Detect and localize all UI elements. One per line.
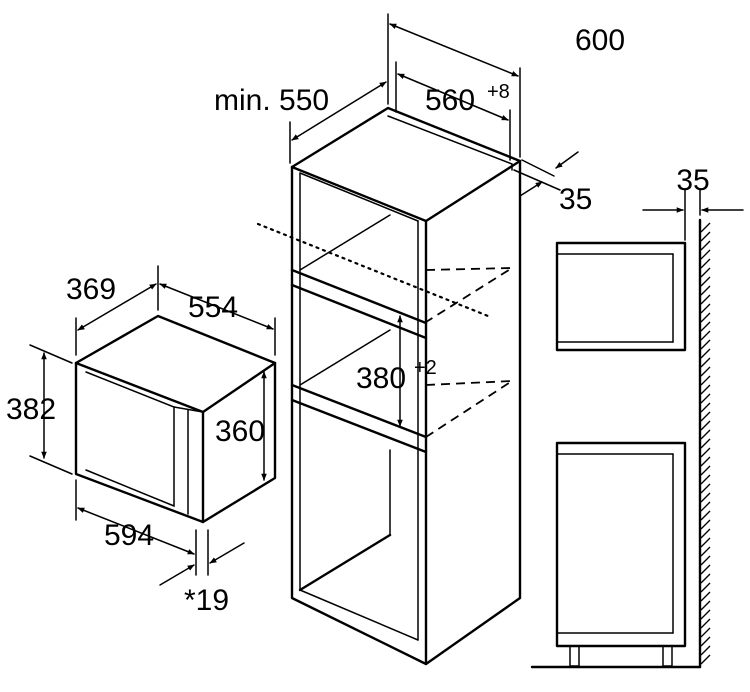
side-view-drawing xyxy=(530,218,702,669)
wall-hatch-line xyxy=(700,510,711,521)
wall-hatch-line xyxy=(700,393,711,404)
label-min-depth-550: min. 550 xyxy=(214,84,329,117)
label-side-offset-35: 35 xyxy=(559,183,592,216)
wall-hatch-line xyxy=(700,240,711,251)
wall-hatch-line xyxy=(700,267,711,278)
label-niche-height-380: 380 xyxy=(356,362,406,395)
wall-hatch-line xyxy=(700,492,711,503)
appliance-drawing xyxy=(74,314,277,524)
label-width-600: 600 xyxy=(575,24,625,57)
wall-hatch-line xyxy=(700,546,711,557)
cabinet-drawing xyxy=(256,106,522,666)
wall-hatch-line xyxy=(700,402,711,413)
wall-hatch-line xyxy=(700,330,711,341)
wall-hatch-line xyxy=(700,420,711,431)
wall-hatch-line xyxy=(700,375,711,386)
label-niche-height-tolerance: +2 xyxy=(414,357,437,379)
label-niche-width-tolerance: +8 xyxy=(487,81,510,103)
wall-hatch-line xyxy=(700,582,711,593)
label-height-382: 382 xyxy=(6,393,56,426)
wall-hatch-line xyxy=(700,609,711,620)
wall-hatch-line xyxy=(700,636,711,647)
wall-hatch-line xyxy=(700,483,711,494)
wall-hatch-line xyxy=(700,357,711,368)
wall-hatch-line xyxy=(700,447,711,458)
label-height-360: 360 xyxy=(215,415,265,448)
wall-hatch-line xyxy=(700,474,711,485)
wall-hatch-line xyxy=(700,222,711,233)
wall-hatch-line xyxy=(700,618,711,629)
wall-hatch-line xyxy=(700,258,711,269)
wall-hatch-line xyxy=(700,339,711,350)
wall-hatch-line xyxy=(700,537,711,548)
wall-hatch-line xyxy=(700,303,711,314)
wall-hatch-line xyxy=(700,312,711,323)
wall-hatch-line xyxy=(700,285,711,296)
label-width-554: 554 xyxy=(188,291,238,324)
wall-hatch-line xyxy=(700,465,711,476)
wall-hatch-line xyxy=(700,600,711,611)
wall-hatch-line xyxy=(700,627,711,638)
wall-hatch-line xyxy=(700,429,711,440)
wall-hatch-line xyxy=(700,645,711,656)
wall-hatch-line xyxy=(700,519,711,530)
wall-hatch-line xyxy=(700,249,711,260)
appliance-dimensions xyxy=(29,265,276,586)
wall-hatch-line xyxy=(700,366,711,377)
cabinet-dimensions xyxy=(289,13,579,427)
wall-hatch-line xyxy=(700,591,711,602)
label-wall-gap-35: 35 xyxy=(676,164,709,197)
wall-hatch-line xyxy=(700,294,711,305)
wall-hatch-line xyxy=(700,384,711,395)
wall-hatch-line xyxy=(700,411,711,422)
wall-hatch-line xyxy=(700,348,711,359)
wall-hatch-line xyxy=(700,456,711,467)
label-niche-width-560: 560 xyxy=(425,84,475,117)
wall-hatch-line xyxy=(700,276,711,287)
label-width-594: 594 xyxy=(104,519,154,552)
wall-hatch-line xyxy=(700,501,711,512)
wall-hatch-line xyxy=(700,438,711,449)
wall-hatch-line xyxy=(700,231,711,242)
side-view-dimensions xyxy=(642,189,744,241)
wall-hatch-line xyxy=(700,528,711,539)
wall-hatch-line xyxy=(700,555,711,566)
wall-hatching xyxy=(700,222,711,665)
wall-hatch-line xyxy=(700,321,711,332)
wall-hatch-line xyxy=(700,564,711,575)
label-depth-369: 369 xyxy=(66,273,116,306)
wall-hatch-line xyxy=(700,654,711,665)
label-note-19: *19 xyxy=(184,584,229,617)
wall-hatch-line xyxy=(700,573,711,584)
